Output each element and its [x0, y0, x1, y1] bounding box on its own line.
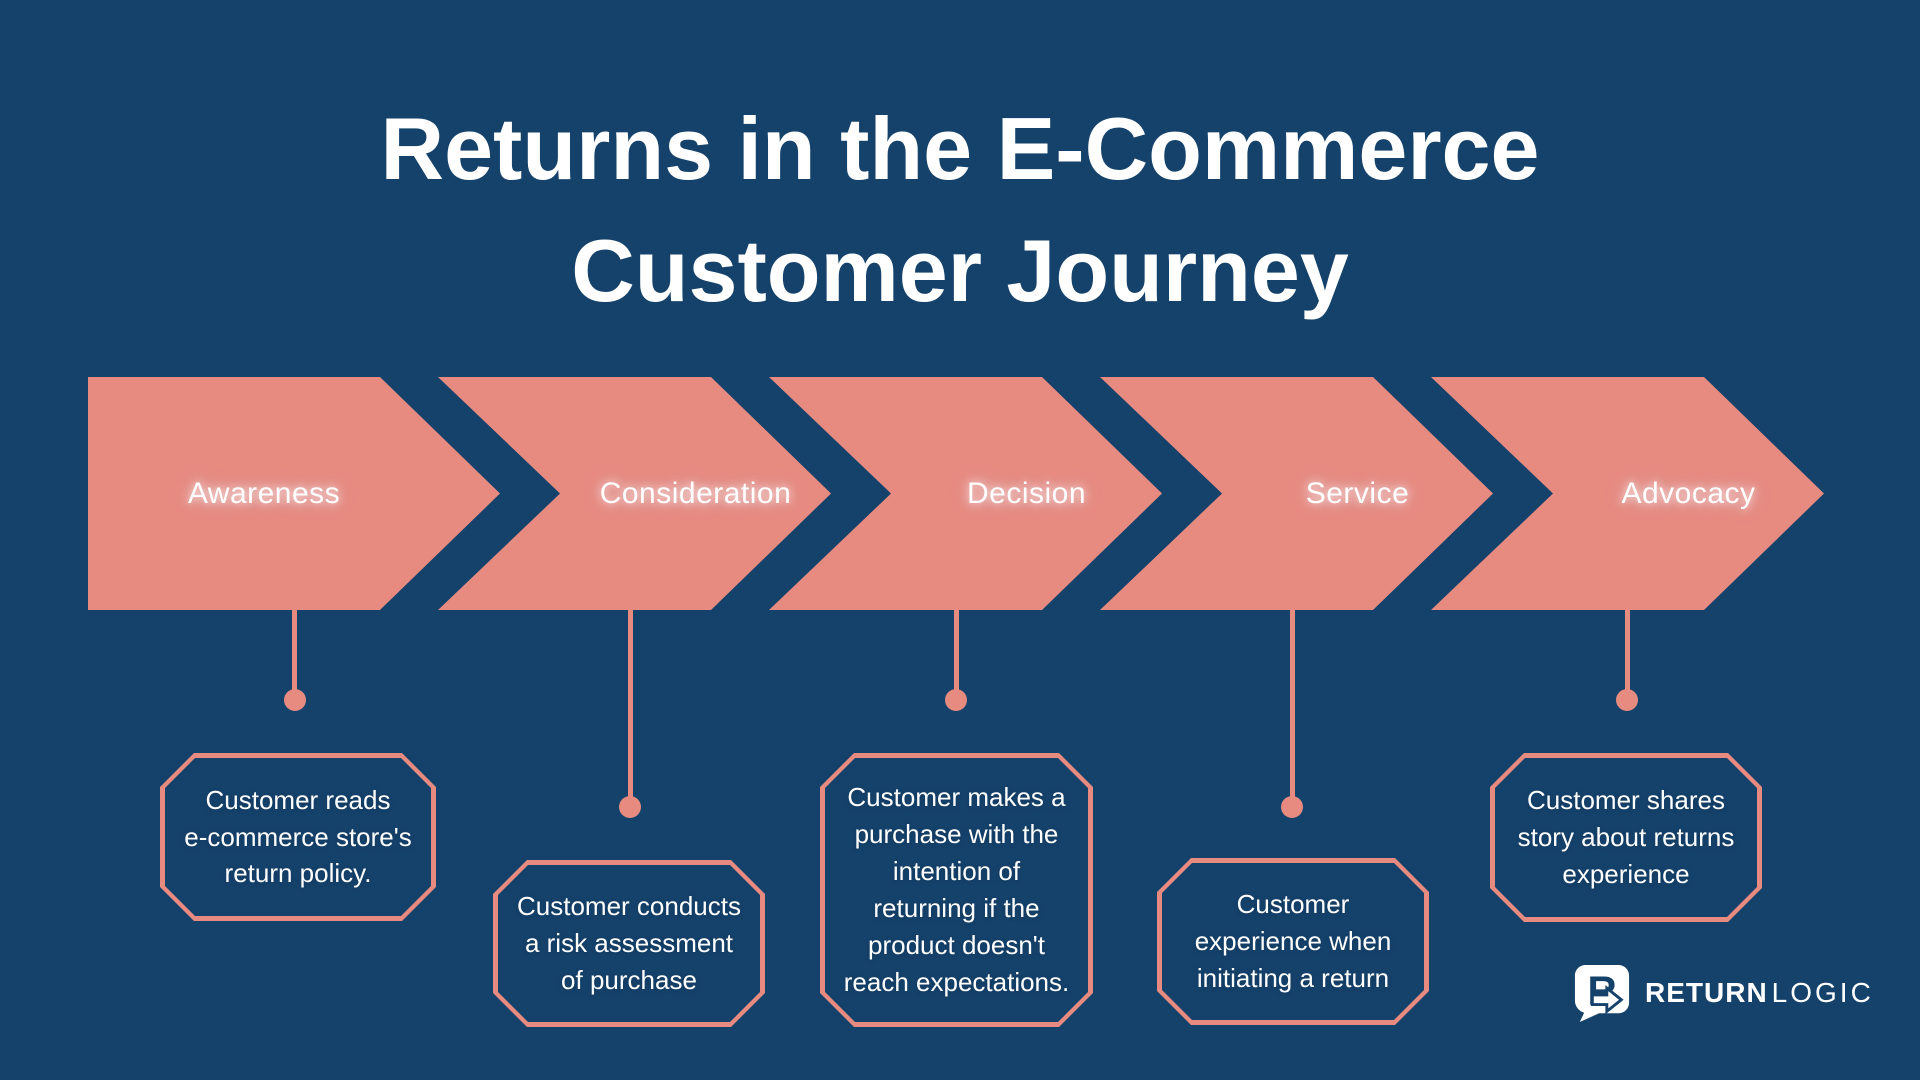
connector-line-awareness [292, 610, 297, 702]
returnlogic-r-arrow-icon: R [1574, 964, 1630, 1022]
connector-dot-consideration [619, 796, 641, 818]
title-line-1: Returns in the E-Commerce [380, 99, 1540, 198]
connector-dot-awareness [284, 689, 306, 711]
stage-label-awareness: Awareness [187, 476, 341, 510]
stage-arrow-awareness: Awareness [88, 377, 500, 610]
page-title: Returns in the E-Commerce Customer Journ… [0, 88, 1920, 332]
note-text-consideration: Customer conducts a risk assessment of p… [517, 891, 741, 995]
title-line-2: Customer Journey [571, 221, 1349, 320]
connector-line-service [1290, 610, 1295, 809]
connector-dot-decision [945, 689, 967, 711]
connector-dot-service [1281, 796, 1303, 818]
stage-label-consideration: Consideration [599, 476, 792, 510]
logo-text-return: RETURN [1645, 977, 1768, 1008]
note-text-decision: Customer makes a purchase with the inten… [843, 782, 1070, 997]
note-box-awareness: Customer reads e-commerce store's return… [160, 753, 436, 921]
stage-label-advocacy: Advocacy [1621, 476, 1756, 510]
note-box-service: Customer experience when initiating a re… [1157, 858, 1429, 1025]
note-box-consideration: Customer conducts a risk assessment of p… [493, 860, 765, 1027]
connector-dot-advocacy [1616, 689, 1638, 711]
connector-line-decision [954, 610, 959, 702]
note-text-awareness: Customer reads e-commerce store's return… [184, 784, 412, 889]
stage-label-service: Service [1305, 476, 1410, 510]
note-box-decision: Customer makes a purchase with the inten… [820, 753, 1093, 1027]
note-text-advocacy: Customer shares story about returns expe… [1517, 785, 1735, 889]
note-text-service: Customer experience when initiating a re… [1194, 889, 1392, 993]
stage-label-decision: Decision [966, 476, 1087, 510]
logo-text-logic: LOGIC [1771, 977, 1874, 1008]
note-box-advocacy: Customer shares story about returns expe… [1490, 753, 1762, 922]
connector-line-consideration [628, 610, 633, 809]
connector-line-advocacy [1625, 610, 1630, 702]
